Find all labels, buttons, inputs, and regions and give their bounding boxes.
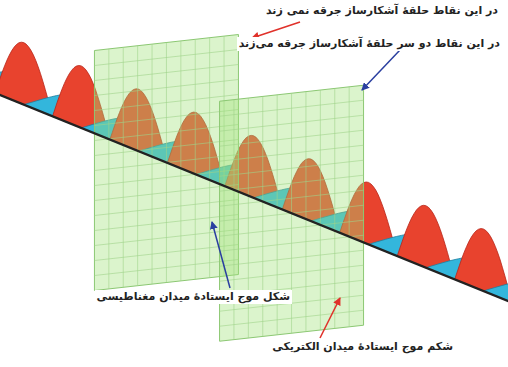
leader-line (252, 22, 300, 38)
grid-line (94, 65, 238, 81)
grid-line (220, 235, 364, 251)
callout-label: در این نقاط دو سر حلقهٔ آشکارساز جرقه می… (237, 37, 502, 51)
grid-line (94, 125, 238, 141)
grid-line (94, 50, 238, 66)
grid-line (220, 250, 364, 266)
grid-line (94, 80, 238, 96)
grid-line (94, 185, 238, 201)
callout-label: شکل موج ایستادهٔ میدان مغناطیسی (95, 290, 292, 304)
grid-line (220, 160, 364, 176)
grid-line (94, 200, 238, 216)
wave-lobe (483, 280, 508, 314)
callout-label: شکم موج ایستادهٔ میدان الکتریکی (270, 340, 455, 354)
grid-line (94, 95, 238, 111)
leader-line (362, 50, 400, 90)
grid-line (94, 215, 238, 231)
callout-label: در این نقاط حلقهٔ آشکارساز جرقه نمی زند (264, 4, 500, 18)
leader-line (212, 222, 230, 288)
grid-line (220, 130, 364, 146)
grid-line (220, 265, 364, 281)
grid-line (220, 115, 364, 131)
grid-line (94, 245, 238, 261)
grid-line (220, 100, 364, 116)
grid-line (220, 310, 364, 326)
leader-line (320, 298, 340, 338)
grid-line (94, 110, 238, 126)
grid-line (94, 260, 238, 276)
grid-line (220, 145, 364, 161)
grid-line (220, 175, 364, 191)
wave-axis (0, 93, 508, 303)
